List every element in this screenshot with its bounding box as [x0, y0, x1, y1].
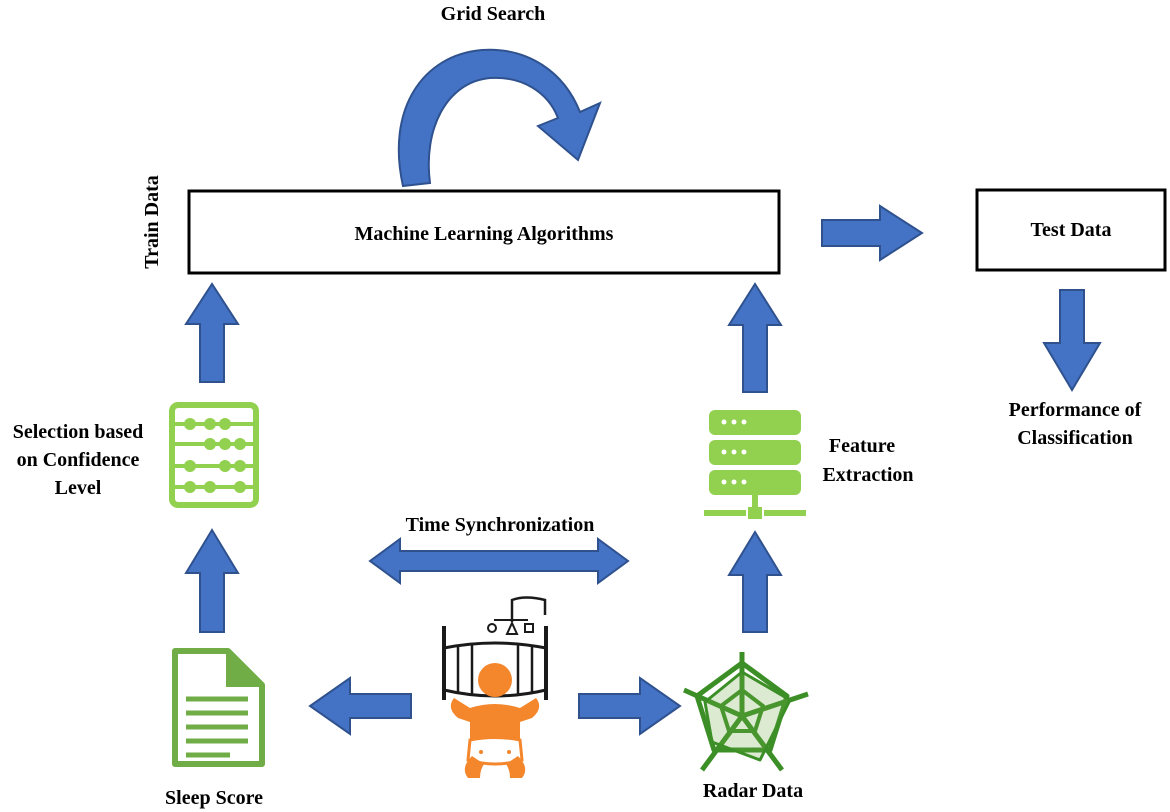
- arrow-radar-to-feature: [727, 530, 783, 633]
- feature-line-1: Feature: [829, 435, 895, 457]
- test-box-label: Test Data: [1031, 219, 1112, 241]
- train-data-label: Train Data: [141, 175, 163, 269]
- arrow-baby-to-radar: [578, 676, 682, 736]
- arrow-baby-to-sleep-score: [308, 676, 412, 736]
- server-icon: [704, 410, 806, 519]
- radar-chart-icon: [682, 652, 809, 772]
- performance-line-2: Classification: [1017, 427, 1133, 449]
- selection-line-2: on Confidence: [17, 449, 140, 471]
- baby-crib-icon: [442, 596, 548, 778]
- performance-line-1: Performance of: [1009, 399, 1142, 421]
- test-box: Test Data: [975, 188, 1167, 272]
- arrow-sleep-to-selection: [184, 528, 240, 633]
- feature-line-2: Extraction: [822, 464, 913, 486]
- time-sync-double-arrow: [368, 537, 630, 585]
- ml-box-label: Machine Learning Algorithms: [355, 223, 614, 245]
- arrow-selection-to-ml: [184, 282, 240, 383]
- selection-line-3: Level: [55, 477, 102, 499]
- arrow-feature-to-ml: [727, 282, 783, 393]
- time-sync-label: Time Synchronization: [406, 514, 595, 536]
- grid-search-label: Grid Search: [441, 3, 546, 25]
- arrow-ml-to-test: [821, 204, 924, 262]
- abacus-icon: [169, 402, 259, 508]
- selection-line-1: Selection based: [13, 421, 144, 443]
- arrow-test-to-performance: [1042, 289, 1102, 392]
- ml-box: Machine Learning Algorithms: [187, 189, 781, 275]
- sleep-score-label: Sleep Score: [165, 787, 263, 809]
- document-icon: [172, 648, 265, 767]
- curved-arrow-icon: [397, 48, 602, 188]
- radar-data-label: Radar Data: [703, 780, 803, 802]
